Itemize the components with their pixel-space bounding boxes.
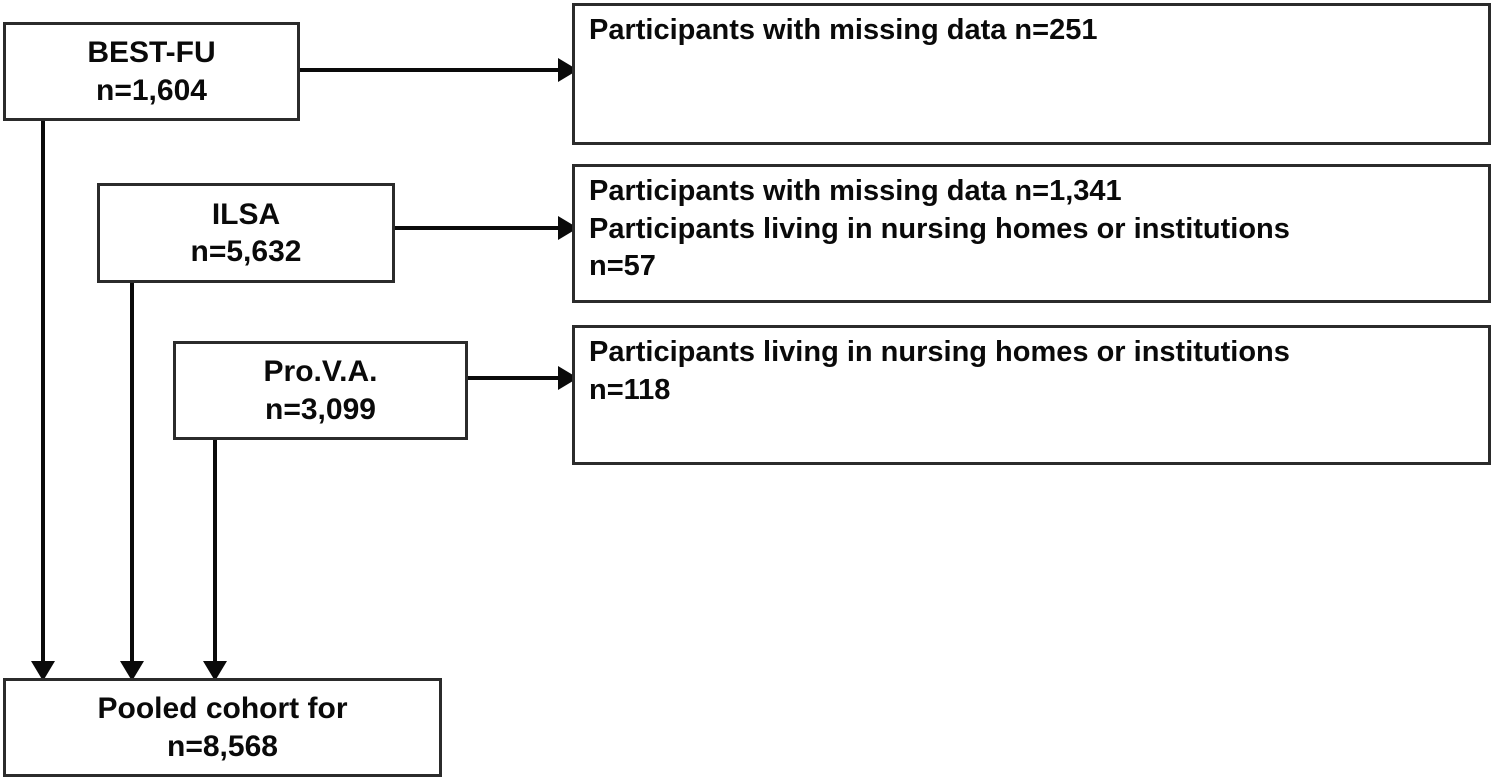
arrow-ilsa-to-exclusion bbox=[395, 216, 578, 240]
cohort-box-best-fu[interactable]: BEST-FU n=1,604 bbox=[3, 22, 300, 121]
exclusion-line: n=57 bbox=[589, 250, 656, 283]
cohort-box-prova[interactable]: Pro.V.A. n=3,099 bbox=[173, 341, 468, 440]
arrow-prova-to-exclusion bbox=[468, 366, 578, 390]
exclusion-line: Participants with missing data n=1,341 bbox=[589, 175, 1122, 207]
cohort-count-best-fu: n=1,604 bbox=[96, 73, 207, 107]
exclusion-box-prova[interactable]: Participants living in nursing homes or … bbox=[572, 325, 1491, 465]
cohort-name-prova: Pro.V.A. bbox=[263, 355, 378, 389]
exclusion-line: Participants with missing data n=251 bbox=[589, 14, 1098, 46]
exclusion-line: n=118 bbox=[589, 373, 671, 406]
arrow-bestfu-to-exclusion bbox=[300, 58, 578, 82]
exclusion-line: Participants living in nursing homes or … bbox=[589, 336, 1290, 368]
exclusion-line: Participants living in nursing homes or … bbox=[589, 212, 1290, 245]
cohort-name-ilsa: ILSA bbox=[211, 197, 281, 231]
arrow-prova-to-pooled bbox=[203, 440, 227, 681]
cohort-count-prova: n=3,099 bbox=[265, 392, 376, 426]
pooled-cohort-box[interactable]: Pooled cohort for n=8,568 bbox=[3, 678, 442, 777]
exclusion-box-best-fu[interactable]: Participants with missing data n=251 bbox=[572, 3, 1491, 145]
cohort-count-ilsa: n=5,632 bbox=[190, 235, 302, 268]
cohort-name-best-fu: BEST-FU bbox=[87, 36, 216, 70]
arrow-bestfu-to-pooled bbox=[31, 121, 55, 681]
pooled-cohort-name: Pooled cohort for bbox=[97, 692, 348, 726]
arrow-ilsa-to-pooled bbox=[120, 283, 144, 681]
cohort-box-ilsa[interactable]: ILSA n=5,632 bbox=[97, 183, 395, 283]
pooled-cohort-count: n=8,568 bbox=[167, 729, 278, 763]
exclusion-box-ilsa[interactable]: Participants with missing data n=1,341 P… bbox=[572, 164, 1491, 303]
